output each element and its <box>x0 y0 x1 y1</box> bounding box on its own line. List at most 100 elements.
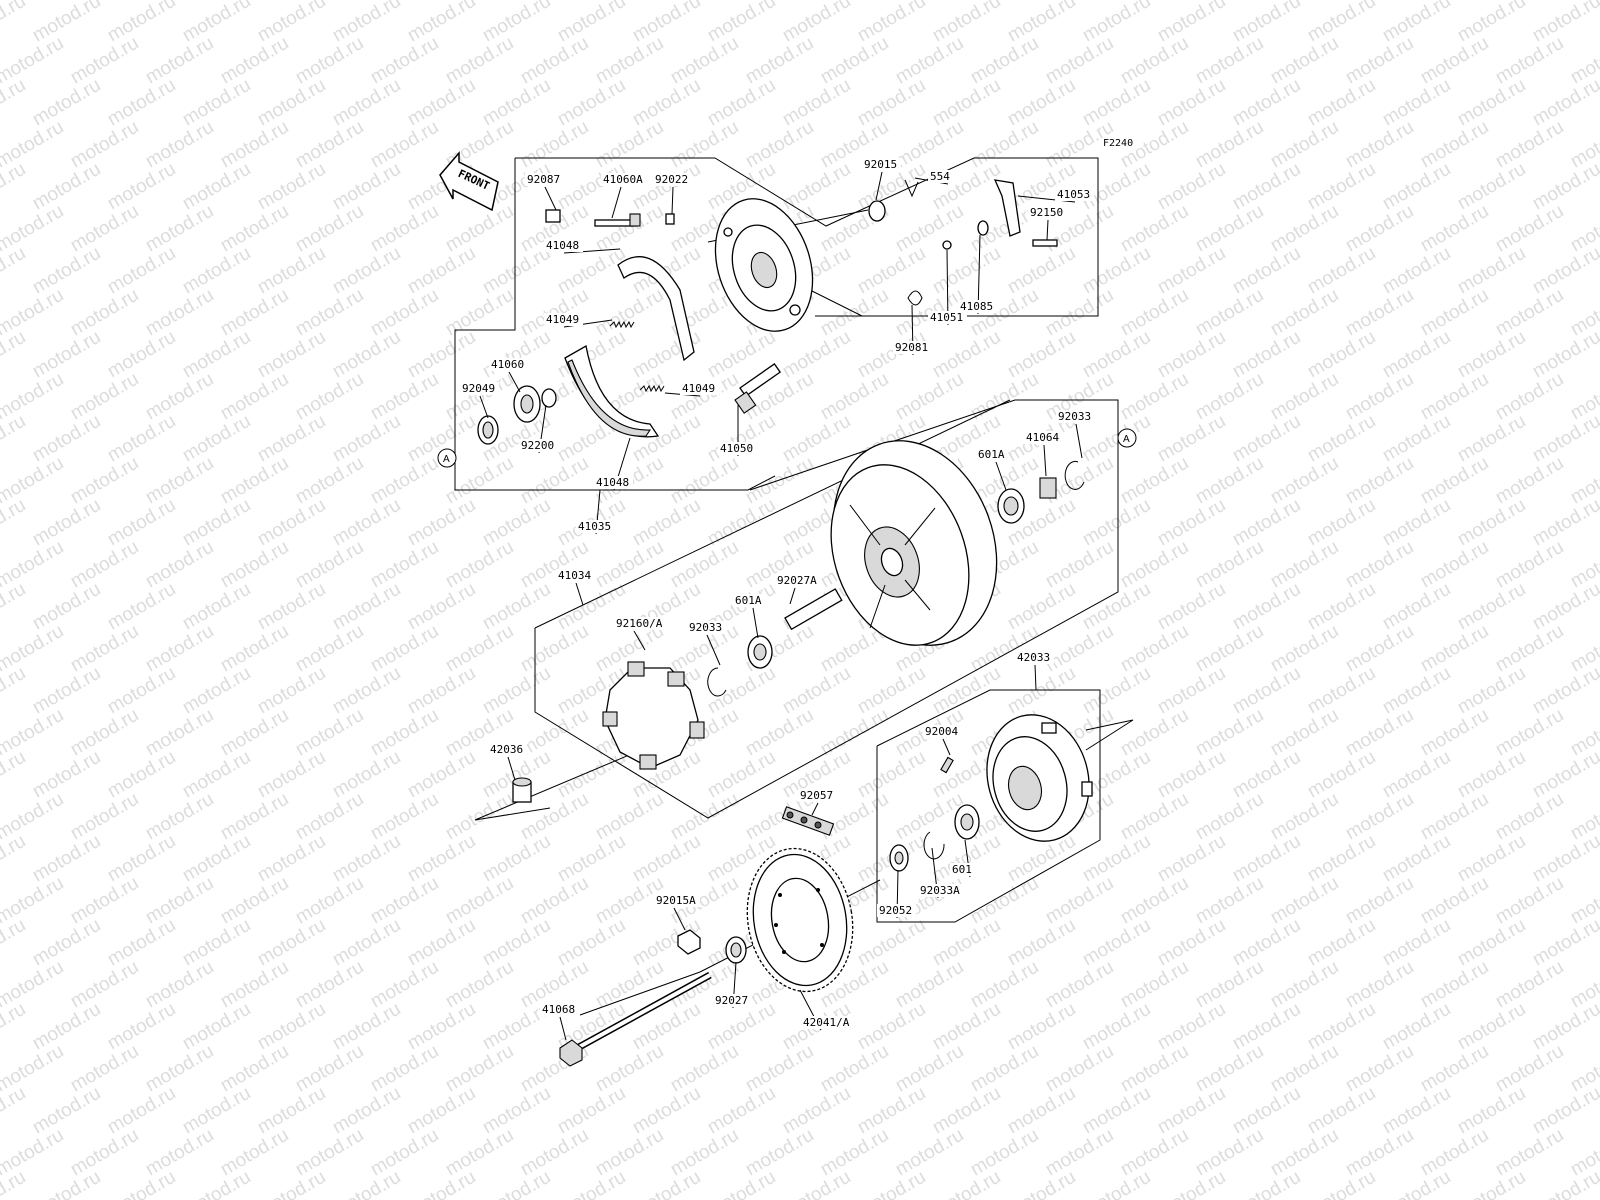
watermark-text: motod.ru <box>817 369 892 425</box>
part-number-label[interactable]: 92015A <box>656 894 696 907</box>
part-number-label[interactable]: 601A <box>978 448 1005 461</box>
part-number-label[interactable]: 41085 <box>960 300 993 313</box>
part-number-label[interactable]: 41053 <box>1057 188 1090 201</box>
watermark-text: motod.ru <box>479 1167 554 1200</box>
watermark-text: motod.ru <box>592 789 667 845</box>
part-number-label[interactable]: 92022 <box>655 173 688 186</box>
watermark-text: motod.ru <box>1529 831 1600 887</box>
part-label-background <box>519 439 558 452</box>
part-number-label[interactable]: 92081 <box>895 341 928 354</box>
watermark-text: motod.ru <box>67 1041 142 1097</box>
watermark-text: motod.ru <box>479 579 554 635</box>
part-label-background <box>1028 206 1067 219</box>
watermark-text: motod.ru <box>1529 1083 1600 1139</box>
part-number-label[interactable]: 601 <box>952 863 972 876</box>
part-number-label[interactable]: 92052 <box>879 904 912 917</box>
watermark-text: motod.ru <box>1079 999 1154 1055</box>
part-number-label[interactable]: 41068 <box>542 1003 575 1016</box>
part-number-label[interactable]: 92033A <box>920 884 960 897</box>
part-number-label[interactable]: 42033 <box>1017 651 1050 664</box>
watermark-text: motod.ru <box>104 915 179 971</box>
watermark-text: motod.ru <box>1417 1125 1492 1181</box>
watermark-text: motod.ru <box>1229 747 1304 803</box>
part-label-background <box>680 382 719 395</box>
watermark-text: motod.ru <box>67 369 142 425</box>
watermark-text: motod.ru <box>367 201 442 257</box>
watermark-text: motod.ru <box>1379 1083 1454 1139</box>
part-number-label[interactable]: 601A <box>735 594 762 607</box>
part-number-label[interactable]: 92160/A <box>616 617 663 630</box>
part-number-label[interactable]: 41060A <box>603 173 643 186</box>
watermark-text: motod.ru <box>929 159 1004 215</box>
watermark-text: motod.ru <box>1417 453 1492 509</box>
part-number-label[interactable]: 92027A <box>777 574 817 587</box>
watermark-text: motod.ru <box>1417 285 1492 341</box>
watermark-text: motod.ru <box>1379 243 1454 299</box>
part-number-label[interactable]: 41048 <box>546 239 579 252</box>
watermark-text: motod.ru <box>217 789 292 845</box>
watermark-text: motod.ru <box>892 957 967 1013</box>
part-number-label[interactable]: 92033 <box>689 621 722 634</box>
watermark-text: motod.ru <box>1379 915 1454 971</box>
watermark-text: motod.ru <box>1492 369 1567 425</box>
axle-icon <box>559 971 712 1067</box>
part-number-label[interactable]: 92057 <box>800 789 833 802</box>
part-number-label[interactable]: 41064 <box>1026 431 1059 444</box>
watermark-text: motod.ru <box>1454 495 1529 551</box>
watermark-text: motod.ru <box>0 915 29 971</box>
part-number-label[interactable]: 92027 <box>715 994 748 1007</box>
watermark-text: motod.ru <box>1117 537 1192 593</box>
watermark-text: motod.ru <box>1342 1125 1417 1181</box>
watermark-text: motod.ru <box>404 0 479 46</box>
watermark-text: motod.ru <box>29 327 104 383</box>
part-number-label[interactable]: 41048 <box>596 476 629 489</box>
part-number-label[interactable]: 92087 <box>527 173 560 186</box>
watermark-text: motod.ru <box>554 159 629 215</box>
watermark-text: motod.ru <box>892 873 967 929</box>
part-number-label[interactable]: 41050 <box>720 442 753 455</box>
part-number-label[interactable]: 554 <box>930 170 950 183</box>
watermark-text: motod.ru <box>1192 1041 1267 1097</box>
watermark-text: motod.ru <box>1117 705 1192 761</box>
watermark-text: motod.ru <box>929 1167 1004 1200</box>
part-number-label[interactable]: 41051 <box>930 311 963 324</box>
watermark-text: motod.ru <box>292 789 367 845</box>
watermark-text: motod.ru <box>254 0 329 46</box>
part-number-label[interactable]: 92049 <box>462 382 495 395</box>
watermark-text: motod.ru <box>667 33 742 89</box>
watermark-text: motod.ru <box>1342 117 1417 173</box>
watermark-text: motod.ru <box>1529 1167 1600 1200</box>
watermark-text: motod.ru <box>1529 747 1600 803</box>
watermark-text: motod.ru <box>292 201 367 257</box>
watermark-text: motod.ru <box>1267 705 1342 761</box>
part-label-background <box>733 594 765 607</box>
part-number-label[interactable]: 42036 <box>490 743 523 756</box>
watermark-text: motod.ru <box>329 999 404 1055</box>
part-number-label[interactable]: 41049 <box>682 382 715 395</box>
watermark-text: motod.ru <box>179 747 254 803</box>
part-number-label[interactable]: 92150 <box>1030 206 1063 219</box>
watermark-text: motod.ru <box>1192 537 1267 593</box>
watermark-text: motod.ru <box>367 621 442 677</box>
watermark-text: motod.ru <box>779 663 854 719</box>
watermark-text: motod.ru <box>1042 537 1117 593</box>
part-number-label[interactable]: 92033 <box>1058 410 1091 423</box>
watermark-text: motod.ru <box>1042 285 1117 341</box>
watermark-text: motod.ru <box>1379 831 1454 887</box>
part-number-label[interactable]: 92200 <box>521 439 554 452</box>
part-number-label[interactable]: 92015 <box>864 158 897 171</box>
part-number-label[interactable]: 41060 <box>491 358 524 371</box>
part-number-label[interactable]: 41034 <box>558 569 591 582</box>
watermark-text: motod.ru <box>854 915 929 971</box>
part-number-label[interactable]: 41035 <box>578 520 611 533</box>
watermark-text: motod.ru <box>1229 915 1304 971</box>
watermark-text: motod.ru <box>1154 327 1229 383</box>
watermark-text: motod.ru <box>1267 117 1342 173</box>
part-label-background <box>958 300 997 313</box>
part-number-label[interactable]: 41049 <box>546 313 579 326</box>
part-number-label[interactable]: 42041/A <box>803 1016 850 1029</box>
watermark-text: motod.ru <box>1454 243 1529 299</box>
watermark-text: motod.ru <box>179 999 254 1055</box>
part-number-label[interactable]: 92004 <box>925 725 958 738</box>
